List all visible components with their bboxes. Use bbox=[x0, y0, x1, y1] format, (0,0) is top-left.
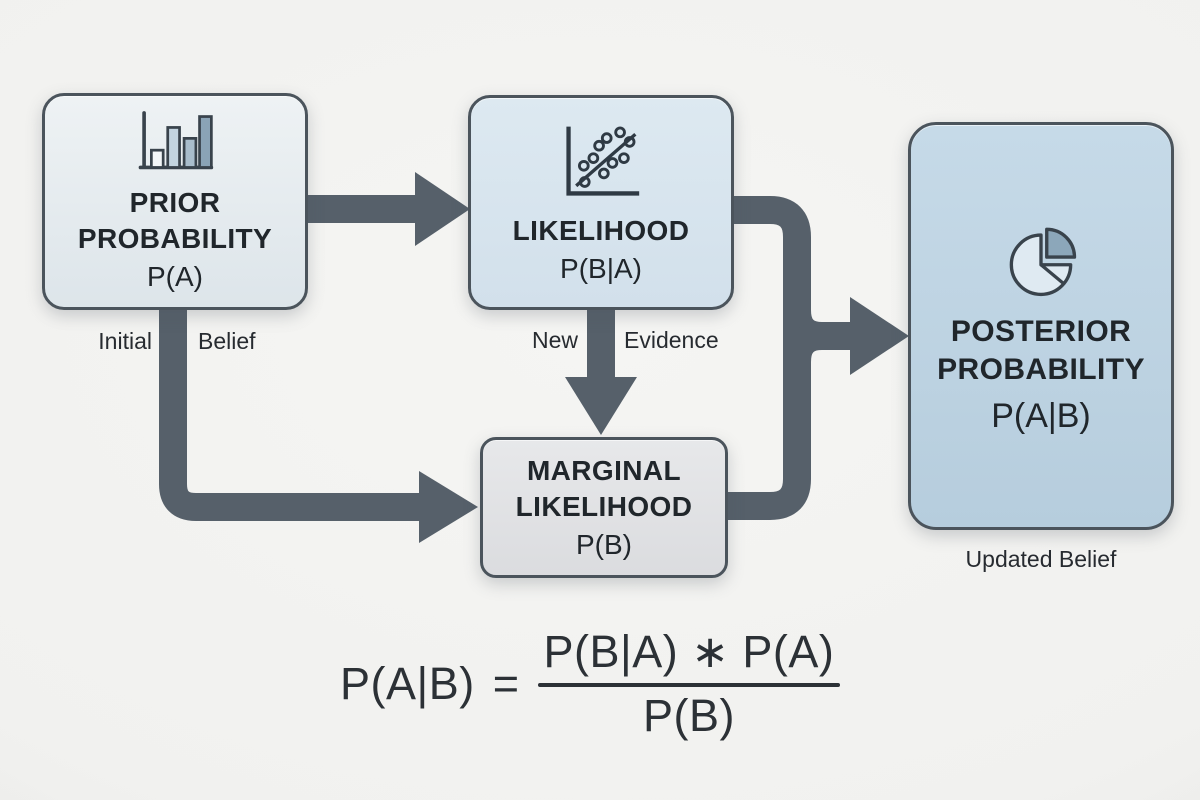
marginal-title-line2: LIKELIHOOD bbox=[515, 490, 693, 522]
arrowhead-to-marginal-down bbox=[565, 377, 637, 435]
scatter-plot-icon bbox=[566, 126, 640, 196]
caption-initial: Initial bbox=[98, 328, 152, 354]
marginal-formula: P(B) bbox=[576, 528, 632, 560]
arrowhead-to-posterior bbox=[850, 297, 909, 375]
node-prior-probability: PRIOR PROBABILITY P(A) bbox=[42, 93, 308, 310]
node-marginal-likelihood: MARGINAL LIKELIHOOD P(B) bbox=[480, 437, 728, 578]
equation-denominator: P(B) bbox=[642, 689, 735, 741]
bayes-equation: P(A|B) = P(B|A) ∗ P(A) P(B) bbox=[340, 626, 841, 742]
equation-lhs: P(A|B) bbox=[340, 657, 475, 709]
posterior-title-line2: PROBABILITY bbox=[937, 353, 1145, 386]
equation-fraction: P(B|A) ∗ P(A) P(B) bbox=[537, 626, 841, 742]
equation-numerator: P(B|A) ∗ P(A) bbox=[543, 626, 835, 677]
pie-chart-icon bbox=[1009, 227, 1077, 297]
likelihood-title: LIKELIHOOD bbox=[512, 214, 690, 246]
posterior-title-line1: POSTERIOR bbox=[950, 315, 1132, 348]
arrowhead-to-marginal-left bbox=[419, 471, 478, 543]
posterior-formula: P(A|B) bbox=[991, 397, 1091, 435]
prior-title-line1: PRIOR bbox=[129, 186, 221, 218]
caption-belief: Belief bbox=[198, 328, 256, 354]
prior-formula: P(A) bbox=[147, 260, 203, 292]
edge-likelihood-junction bbox=[730, 196, 811, 336]
equation-equals: = bbox=[492, 657, 520, 709]
caption-new: New bbox=[531, 327, 578, 353]
edge-marginal-junction bbox=[724, 336, 811, 520]
arrowhead-to-likelihood bbox=[415, 172, 470, 246]
node-posterior-probability: POSTERIOR PROBABILITY P(A|B) bbox=[908, 122, 1174, 530]
marginal-title-line1: MARGINAL bbox=[526, 454, 682, 486]
node-likelihood: LIKELIHOOD P(B|A) bbox=[468, 95, 734, 310]
likelihood-formula: P(B|A) bbox=[560, 252, 642, 284]
prior-title-line2: PROBABILITY bbox=[77, 222, 273, 254]
caption-evidence: Evidence bbox=[624, 327, 719, 353]
fraction-bar bbox=[537, 682, 841, 687]
caption-updated-belief: Updated Belief bbox=[965, 546, 1117, 572]
edge-prior-marginal bbox=[159, 306, 421, 521]
bar-chart-icon bbox=[138, 110, 214, 169]
